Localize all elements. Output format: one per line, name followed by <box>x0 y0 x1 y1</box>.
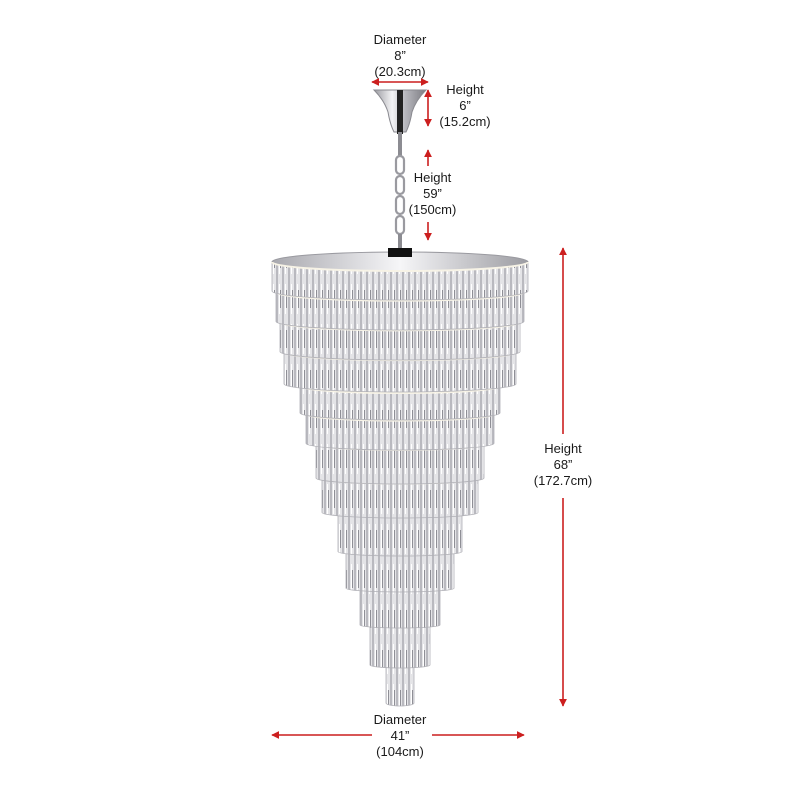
chain-height-metric: (150cm) <box>408 202 457 217</box>
crystal-tier <box>271 261 529 301</box>
body-diameter-metric: (104cm) <box>376 744 424 759</box>
body-height-imperial: 68” <box>553 457 573 472</box>
body-height-label: Height 68” (172.7cm) <box>523 441 603 489</box>
chain-height-imperial: 59” <box>423 186 442 201</box>
crystal-tiers <box>271 261 529 707</box>
canopy-height-title: Height <box>446 82 484 97</box>
chain-height-label: Height 59” (150cm) <box>400 170 465 218</box>
canopy <box>372 89 428 134</box>
dimension-arrows <box>271 78 567 739</box>
canopy-diameter-imperial: 8” <box>394 48 406 63</box>
canopy-height-imperial: 6” <box>459 98 471 113</box>
canopy-diameter-metric: (20.3cm) <box>374 64 426 79</box>
canopy-height-metric: (15.2cm) <box>439 114 491 129</box>
body-height-metric: (172.7cm) <box>533 473 593 488</box>
body-diameter-imperial: 41” <box>390 728 410 743</box>
canopy-diameter-title: Diameter <box>373 32 427 47</box>
body-diameter-title: Diameter <box>373 712 427 727</box>
chain-height-title: Height <box>413 170 452 185</box>
body-height-title: Height <box>544 441 582 456</box>
chain <box>394 132 406 248</box>
body-diameter-label: Diameter 41” (104cm) <box>362 712 438 760</box>
canopy-diameter-label: Diameter 8” (20.3cm) <box>355 32 445 80</box>
canopy-height-label: Height 6” (15.2cm) <box>430 82 500 130</box>
